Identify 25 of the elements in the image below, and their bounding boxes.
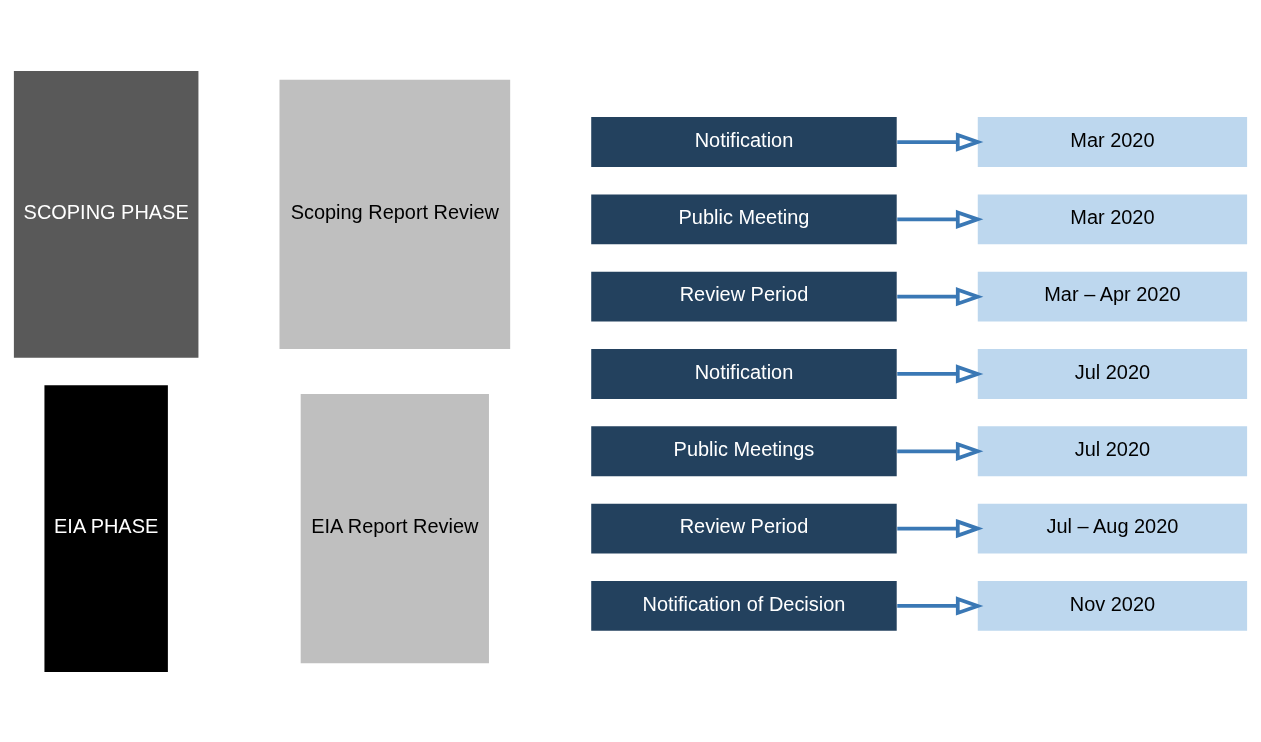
node-box: EIA PHASE — [44, 384, 168, 672]
node-box: SCOPING PHASE — [13, 70, 199, 358]
node-box: EIA Report Review — [300, 393, 489, 663]
arrow — [897, 518, 984, 538]
node-box: Mar 2020 — [977, 193, 1248, 244]
arrow — [897, 286, 984, 306]
arrow — [897, 209, 984, 229]
node-box: Nov 2020 — [977, 580, 1248, 631]
arrow — [897, 595, 984, 616]
node-box: Notification — [591, 116, 897, 167]
node-box: Mar 2020 — [977, 116, 1248, 167]
node-box: Jul 2020 — [977, 425, 1248, 476]
node-box: Notification of Decision — [591, 580, 897, 631]
node-box: Jul – Aug 2020 — [977, 503, 1248, 554]
node-box: Public Meetings — [591, 425, 897, 476]
node-box: Jul 2020 — [977, 348, 1248, 399]
node-box: Review Period — [591, 271, 897, 322]
arrow — [897, 131, 984, 152]
arrow — [897, 441, 984, 461]
node-box: Public Meeting — [591, 193, 897, 244]
node-box: Scoping Report Review — [279, 79, 511, 349]
node-box: Notification — [591, 348, 897, 399]
node-box: Review Period — [591, 503, 897, 554]
node-box: Mar – Apr 2020 — [977, 271, 1248, 322]
arrow — [897, 363, 984, 384]
